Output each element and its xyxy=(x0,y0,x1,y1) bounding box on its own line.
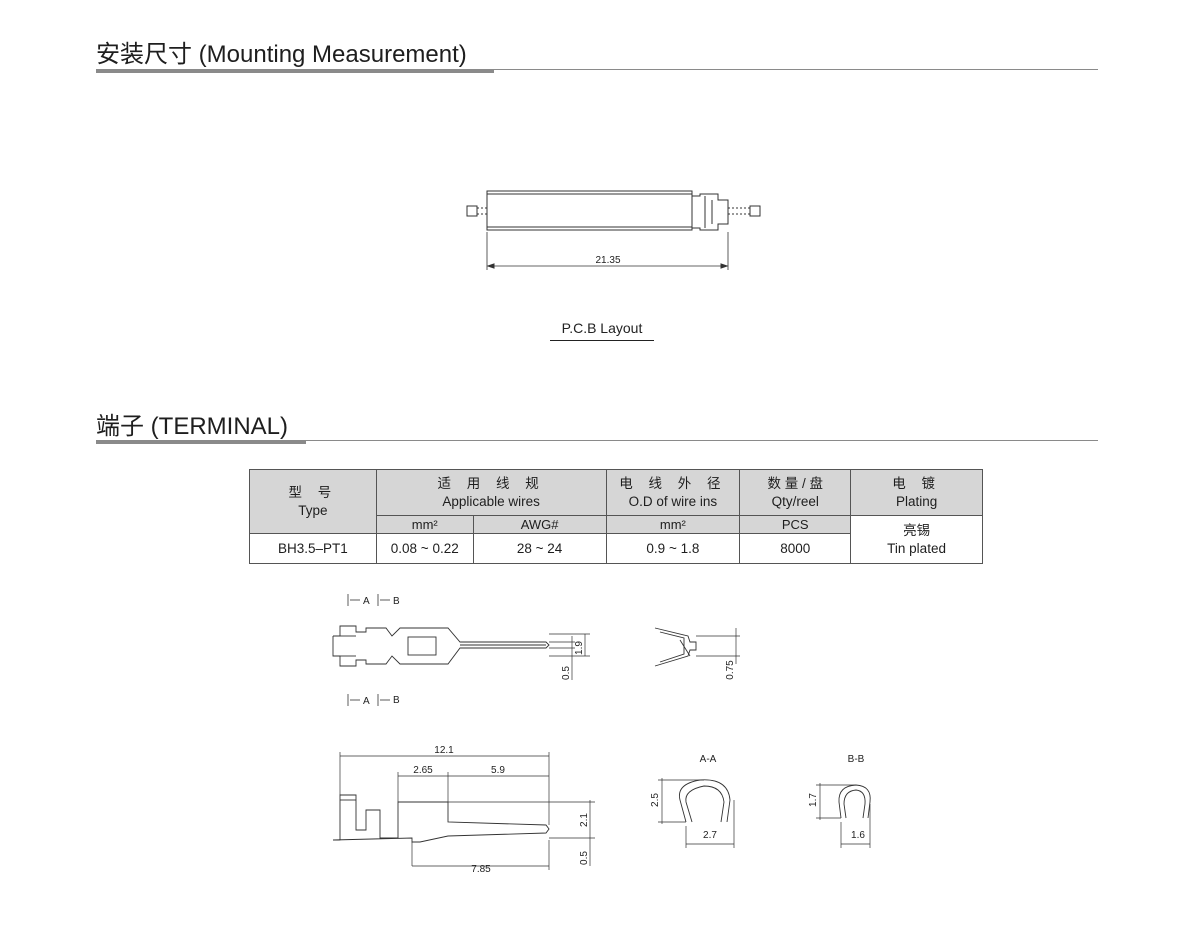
side-view-d4: 0.5 xyxy=(579,851,590,865)
connector-latch xyxy=(692,193,729,231)
terminal-section-title: 端子 (TERMINAL) xyxy=(96,413,288,440)
top-view-dim-height: 1.9 xyxy=(574,641,585,655)
terminal-top-view xyxy=(332,625,590,680)
section-bb-drawing xyxy=(816,783,871,848)
section-bb-width: 1.6 xyxy=(851,830,865,841)
cell-awg: 28 ~ 24 xyxy=(472,533,607,564)
section-aa-width: 2.7 xyxy=(703,830,717,841)
cell-mm2: 0.08 ~ 0.22 xyxy=(375,533,474,564)
right-pin-pad xyxy=(749,205,761,217)
mounting-section-tab xyxy=(96,69,494,73)
section-aa-height: 2.5 xyxy=(650,793,661,807)
section-mark-a-top: A xyxy=(363,596,370,607)
terminal-spec-table: 型 号 Type 适 用 线 规 Applicable wires 电 线 外 … xyxy=(249,469,983,564)
terminal-side-view xyxy=(332,752,595,870)
pcb-dimension-label: 21.35 xyxy=(595,255,620,266)
terminal-end-view xyxy=(654,627,740,667)
terminal-section-tab xyxy=(96,440,306,444)
section-bb-height: 1.7 xyxy=(808,793,819,807)
end-view-dim: 0.75 xyxy=(725,660,736,680)
header-qty: 数 量 / 盘 Qty/reel xyxy=(739,469,852,516)
side-view-overall: 12.1 xyxy=(434,745,454,756)
terminal-section-rule xyxy=(96,440,1098,441)
side-view-d1: 2.65 xyxy=(413,765,433,776)
header-applicable-wires: 适 用 线 规 Applicable wires xyxy=(375,469,607,516)
mounting-section-title: 安装尺寸 (Mounting Measurement) xyxy=(96,41,467,68)
section-bb-label: B-B xyxy=(848,754,865,765)
header-od: 电 线 外 径 O.D of wire ins xyxy=(605,469,741,516)
cell-type: BH3.5–PT1 xyxy=(249,533,377,564)
side-view-bottom: 7.85 xyxy=(471,864,491,875)
mounting-section-rule xyxy=(96,69,1098,70)
section-mark-a-bottom: A xyxy=(363,696,370,707)
side-view-d3: 2.1 xyxy=(579,813,590,827)
left-pin-pad xyxy=(466,205,478,217)
side-view-d2: 5.9 xyxy=(491,765,505,776)
section-aa-label: A-A xyxy=(700,754,717,765)
subheader-pcs: PCS xyxy=(739,515,852,534)
top-view-dim-pin: 0.5 xyxy=(561,666,572,680)
section-mark-b-bottom: B xyxy=(393,695,400,706)
header-plating: 电 镀 Plating xyxy=(850,469,983,516)
cell-qty: 8000 xyxy=(739,533,852,564)
section-aa-drawing xyxy=(658,778,735,848)
subheader-awg: AWG# xyxy=(472,515,607,534)
pcb-layout-caption: P.C.B Layout xyxy=(550,320,654,341)
section-mark-b-top: B xyxy=(393,596,400,607)
header-type: 型 号 Type xyxy=(249,469,377,534)
cell-plating: 亮锡 Tin plated xyxy=(850,515,983,564)
connector-body xyxy=(486,190,693,231)
